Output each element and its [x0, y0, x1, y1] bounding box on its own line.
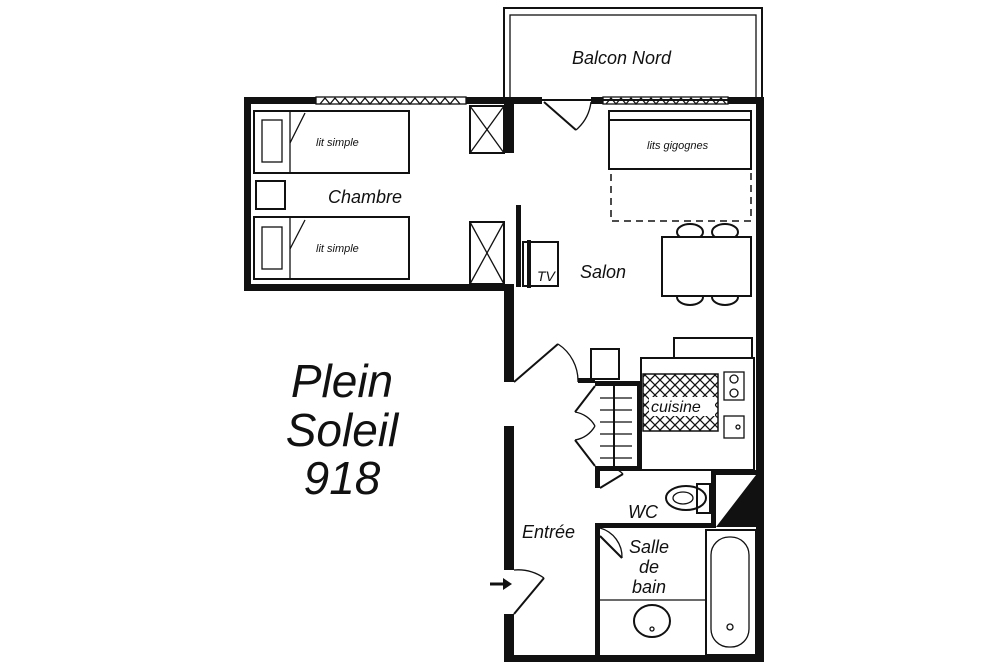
living-window [602, 96, 729, 106]
entrance-arrow-icon [490, 578, 512, 590]
kitchen-hob [723, 371, 745, 401]
walls [244, 97, 764, 662]
toilet [665, 483, 711, 514]
bunk-label: lits gigognes [647, 140, 709, 152]
bathtub [705, 529, 757, 656]
dining-table [661, 223, 752, 306]
entry-cupboard [574, 381, 641, 471]
title-line-3: 918 [304, 452, 381, 504]
room-label-balcony: Balcon Nord [572, 48, 672, 68]
tv-label: TV [537, 268, 557, 284]
bed-top-label: lit simple [316, 137, 359, 149]
closet-bottom [469, 221, 505, 285]
bed-top [253, 110, 410, 174]
room-label-wc: WC [628, 502, 659, 522]
entry-door [513, 569, 545, 615]
bunk-beds [608, 110, 752, 222]
room-label-kitchen: cuisine [651, 399, 701, 416]
bedroom-window [315, 96, 467, 106]
kitchen-counter [637, 337, 755, 471]
fridge [590, 348, 620, 380]
room-label-bedroom: Chambre [328, 187, 402, 207]
bed-bottom [253, 216, 410, 280]
title-line-2: Soleil [286, 404, 400, 456]
balcony-door [543, 101, 592, 131]
wc-room [595, 467, 756, 528]
salon-door [513, 343, 595, 383]
title-line-1: Plein [291, 355, 393, 407]
washbasin [633, 604, 671, 638]
bathroom [595, 527, 706, 655]
room-label-entry: Entrée [522, 522, 575, 542]
room-label-bathroom-3: bain [632, 577, 666, 597]
kitchen-label-bg [649, 397, 715, 416]
bed-bottom-label: lit simple [316, 243, 359, 255]
room-label-living: Salon [580, 262, 626, 282]
kitchen-sink [723, 415, 745, 439]
tv-unit [522, 240, 559, 288]
room-label-bathroom-2: de [639, 557, 659, 577]
closet-top [469, 105, 505, 154]
room-label-bathroom-1: Salle [629, 537, 669, 557]
nightstand [255, 180, 286, 210]
